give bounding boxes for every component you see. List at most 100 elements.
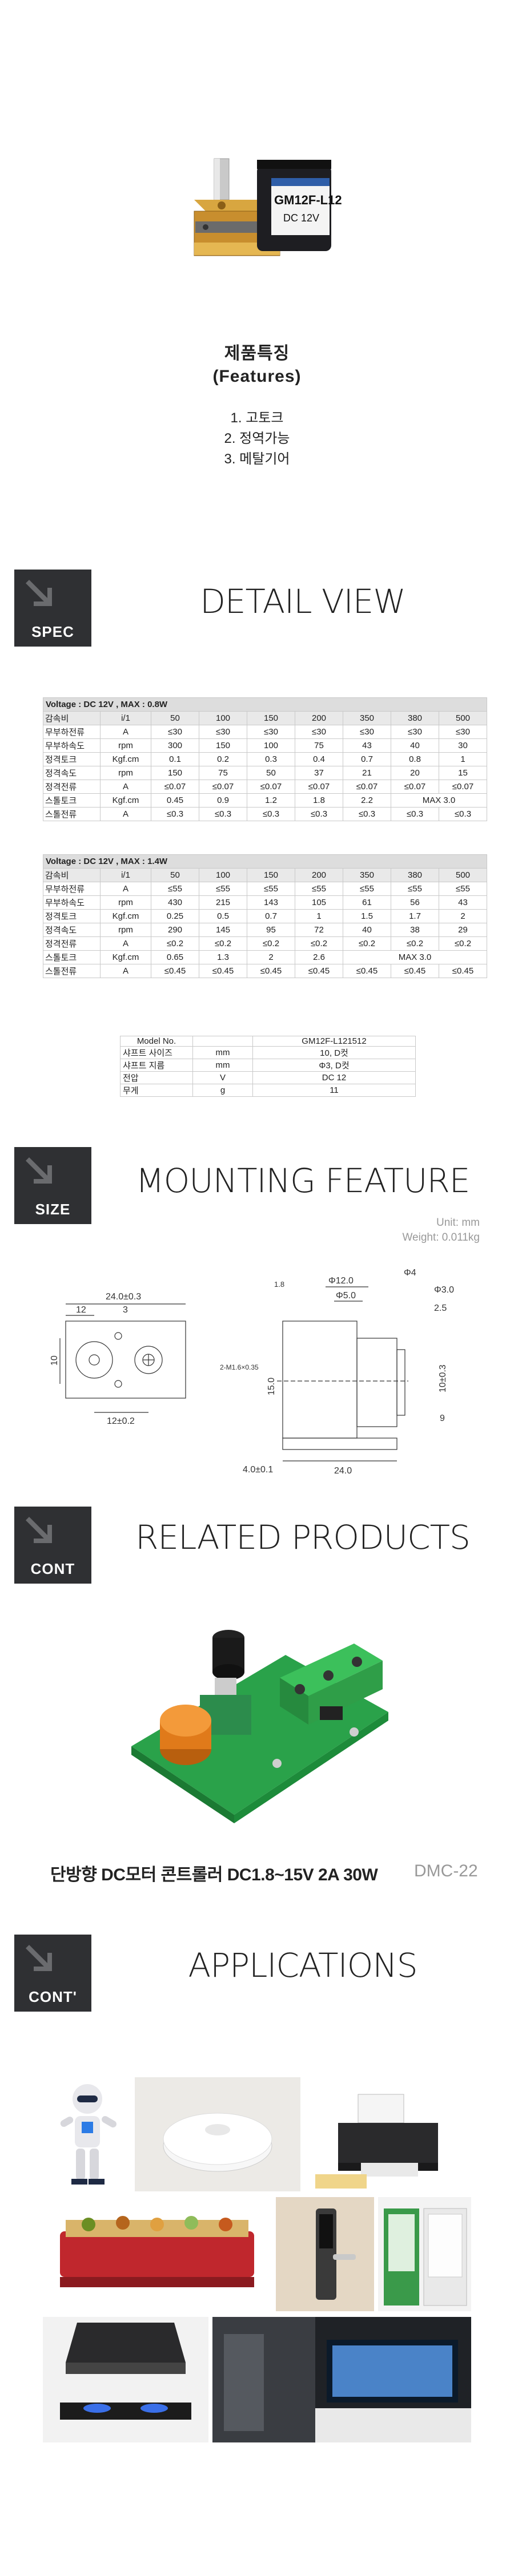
dim-12: 12 [76, 1305, 86, 1315]
table-header-cell: 150 [247, 711, 295, 725]
cont2-badge: CONT' [14, 1935, 91, 2012]
table-header-cell: i/1 [100, 868, 151, 882]
applications-title: APPLICATIONS [188, 1946, 417, 1985]
arrow-down-right-icon [26, 1517, 52, 1543]
spec-table-14w: Voltage : DC 12V , MAX : 1.4W 감속비 i/1 50… [43, 854, 487, 978]
motor-controller-image[interactable] [114, 1598, 400, 1838]
feature-item: 2. 정역가능 [224, 431, 290, 446]
related-products-title: RELATED PRODUCTS [135, 1518, 471, 1557]
feature-item: 3. 메탈기어 [224, 451, 290, 467]
dimension-drawing: 24.0±0.3 12 3 12±0.2 10 2-M1.6×0.35 24.0… [50, 1268, 480, 1487]
app-vending-machine-image [378, 2197, 471, 2311]
motor-label-line2: DC 12V [283, 212, 319, 224]
app-door-lock-image [276, 2197, 374, 2311]
table-header-cell: 100 [199, 868, 247, 882]
table-header-cell: 350 [343, 868, 391, 882]
dim-hole: 2-M1.6×0.35 [220, 1363, 259, 1371]
dim-15: 15.0 [267, 1378, 276, 1395]
dim-10-3: 10±0.3 [438, 1364, 448, 1392]
spec-badge-label: SPEC [31, 623, 74, 640]
dim-2-5: 2.5 [434, 1303, 447, 1313]
cont-badge: CONT [14, 1507, 91, 1584]
table-header-cell: 500 [439, 868, 487, 882]
app-printer-image [304, 2077, 471, 2191]
detail-view-title: DETAIL VIEW [200, 582, 406, 621]
table-header-cell: 150 [247, 868, 295, 882]
size-badge-label: SIZE [35, 1201, 71, 1218]
app-smart-home-image [212, 2317, 471, 2442]
dim-d12: Φ12.0 [328, 1276, 354, 1286]
app-grill-image [43, 2197, 271, 2311]
table-header-cell: 50 [151, 711, 199, 725]
dim-1-8: 1.8 [274, 1280, 284, 1289]
cont2-badge-label: CONT' [29, 1988, 77, 2005]
table-header-cell: 380 [391, 711, 439, 725]
dim-d5: Φ5.0 [336, 1291, 356, 1301]
table-heading: Voltage : DC 12V , MAX : 1.4W [43, 854, 487, 869]
app-range-hood-image [43, 2317, 208, 2442]
table-header-cell: 100 [199, 711, 247, 725]
table-header-cell: 50 [151, 868, 199, 882]
table-header-cell: i/1 [100, 711, 151, 725]
dim-10: 10 [50, 1355, 59, 1366]
table-header-cell: 200 [295, 868, 343, 882]
table-header-cell: 500 [439, 711, 487, 725]
table-header-cell: 감속비 [43, 868, 101, 882]
related-product-code: DMC-22 [414, 1862, 478, 1880]
weight-text: Weight: 0.011kg [402, 1232, 480, 1243]
cont-badge-label: CONT [30, 1560, 75, 1577]
unit-text: Unit: mm [436, 1217, 480, 1229]
table-header-cell: 감속비 [43, 711, 101, 725]
features-list: 1. 고토크 2. 정역가능 3. 메탈기어 [0, 408, 514, 470]
spec-table-08w: Voltage : DC 12V , MAX : 0.8W 감속비 i/1 50… [43, 697, 487, 821]
spec-badge: SPEC [14, 570, 91, 647]
dim-24-0: 24.0 [334, 1466, 352, 1476]
drawing-unit-note: Unit: mm Weight: 0.011kg [402, 1216, 480, 1245]
arrow-down-right-icon [26, 1945, 52, 1971]
related-product-name[interactable]: 단방향 DC모터 콘트롤러 DC1.8~15V 2A 30W [50, 1866, 378, 1884]
table-header-cell: 200 [295, 711, 343, 725]
dim-d3: Φ3.0 [434, 1285, 454, 1295]
features-title-ko: 제품특징 [224, 344, 290, 363]
dim-9: 9 [440, 1414, 445, 1423]
motor-label-line1: GM12F-L12 [274, 193, 342, 207]
arrow-down-right-icon [26, 580, 52, 606]
size-badge: SIZE [14, 1147, 91, 1224]
feature-item: 1. 고토크 [230, 410, 284, 426]
dim-24-03: 24.0±0.3 [106, 1292, 141, 1302]
table-header-cell: 380 [391, 868, 439, 882]
table-header-cell: 350 [343, 711, 391, 725]
features-title: 제품특징 (Features) [0, 342, 514, 388]
table-row: Model No.GM12F-L121512 [120, 1036, 416, 1047]
dim-12-02: 12±0.2 [107, 1416, 135, 1426]
table-heading: Voltage : DC 12V , MAX : 0.8W [43, 697, 487, 712]
mounting-feature-title: MOUNTING FEATURE [135, 1161, 471, 1200]
app-robot-image [43, 2077, 131, 2191]
dim-d4: Φ4 [404, 1268, 416, 1278]
dim-3: 3 [123, 1305, 128, 1315]
app-robot-vacuum-image [135, 2077, 300, 2191]
arrow-down-right-icon [26, 1157, 52, 1184]
motor-product-image: GM12F-L12 DC 12V [171, 143, 343, 297]
dim-4-01: 4.0±0.1 [243, 1465, 273, 1475]
features-title-en: (Features) [212, 367, 302, 386]
